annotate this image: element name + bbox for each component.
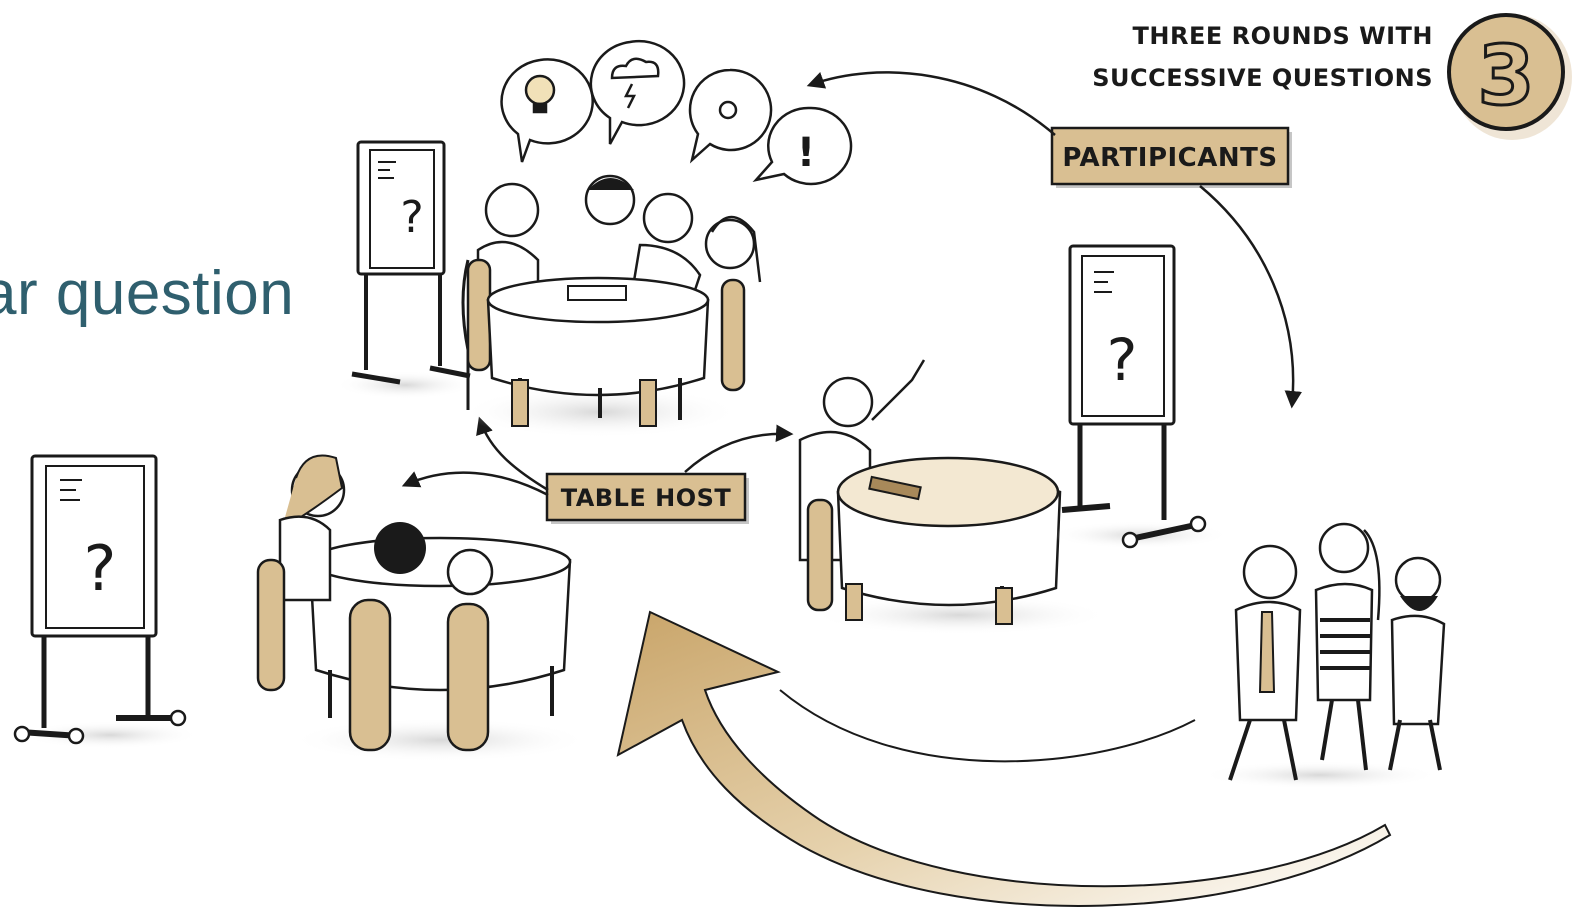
host-waving-arm	[871, 359, 926, 421]
slide-title-fragment: ar question	[0, 259, 295, 328]
lightbulb-icon	[524, 74, 556, 106]
flipchart-question-mark: ?	[400, 192, 423, 243]
flipchart-left: ?	[13, 454, 200, 749]
flipchart-top: ?	[335, 140, 475, 399]
flipchart-right: ?	[1050, 244, 1230, 549]
rounds-number: 3	[1477, 29, 1534, 124]
top-table-group	[460, 174, 762, 438]
rounds-caption: THREE ROUNDS WITH SUCCESSIVE QUESTIONS	[1092, 22, 1433, 92]
left-table-group	[256, 454, 590, 762]
sun-bubble	[688, 68, 773, 164]
walking-participants	[1200, 522, 1446, 789]
participant-head	[1394, 556, 1442, 604]
flipchart-question-mark: ?	[84, 532, 117, 605]
flipchart-question-mark: ?	[1107, 326, 1138, 394]
rounds-caption-line2: SUCCESSIVE QUESTIONS	[1092, 64, 1433, 92]
right-table-group	[798, 359, 1110, 635]
storm-bubble	[589, 39, 686, 145]
table-host-label-text: TABLE HOST	[561, 484, 732, 512]
participants-arrow-to-group	[1199, 185, 1303, 409]
participants-label: PARTIPICANTS	[1050, 126, 1292, 188]
table-host-head	[822, 376, 874, 428]
rotation-arrow	[616, 610, 1392, 907]
rounds-badge: 3	[1447, 13, 1572, 140]
host-arrow-to-right-table	[684, 424, 794, 473]
table-host-label: TABLE HOST	[545, 472, 749, 524]
person-head	[446, 548, 494, 596]
participant-head	[1318, 522, 1370, 574]
person-head	[484, 182, 540, 238]
lightning-icon	[623, 83, 637, 109]
host-arrow-to-left-table	[401, 471, 549, 497]
person-head	[642, 192, 694, 244]
cloud-icon	[610, 57, 660, 80]
sun-icon	[718, 100, 738, 120]
exclamation-icon: !	[797, 130, 815, 176]
marker-pen	[868, 475, 922, 501]
person-head	[374, 522, 426, 574]
person-head	[704, 218, 756, 270]
participants-arrow-to-top-table	[806, 71, 1056, 136]
speech-bubbles: !	[500, 39, 853, 186]
exclamation-bubble	[752, 106, 853, 186]
participant-head	[1242, 544, 1298, 600]
host-arrow-to-top-table	[476, 416, 549, 492]
participants-label-text: PARTIPICANTS	[1062, 143, 1277, 173]
rounds-caption-line1: THREE ROUNDS WITH	[1133, 22, 1433, 50]
